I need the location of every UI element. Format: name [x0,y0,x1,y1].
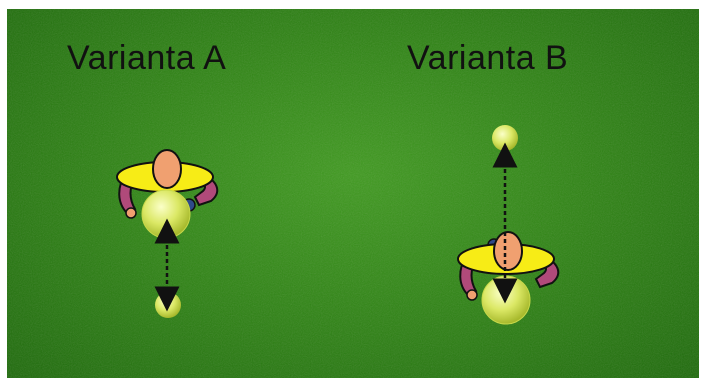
variant-b-label: Varianta B [407,39,569,77]
drill-scene [116,125,560,325]
diagram-canvas: Varianta A Varianta B [7,9,699,378]
ball-a-hit-icon [141,189,191,239]
ball-b-toss-icon [492,125,518,151]
variant-b-group [457,125,560,325]
variant-a-group [116,149,219,318]
variant-a-label: Varianta A [67,39,227,77]
